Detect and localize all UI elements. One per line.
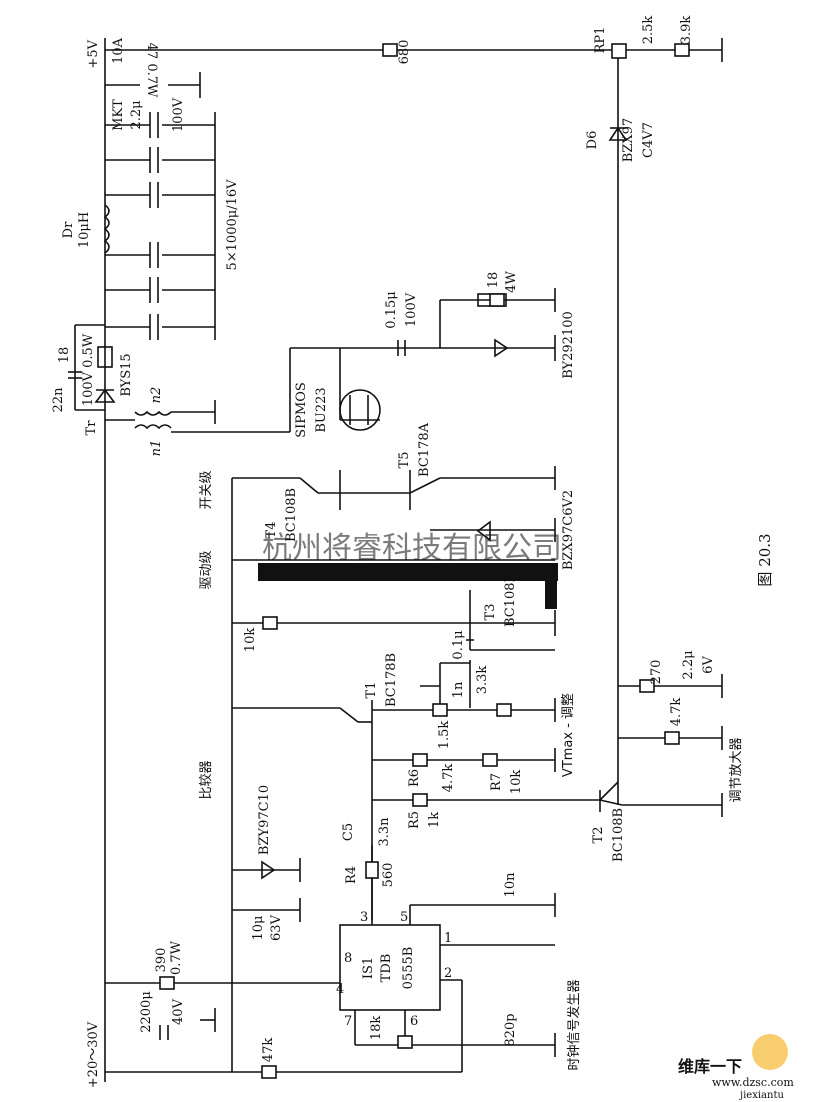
label-t2: T2 — [591, 827, 606, 844]
label-clock-gen: 时钟信号发生器 — [566, 979, 582, 1070]
label-r47: 47 0.7W — [144, 43, 159, 98]
label-100v: 100V — [171, 97, 186, 132]
label-c2-2u-b: 2.2μ — [681, 650, 696, 679]
logo-bottom: jiexiantu — [739, 1090, 784, 1101]
label-pin8: 8 — [344, 951, 352, 966]
label-0555b: 0555B — [401, 947, 416, 990]
label-bzx97: BZX97 — [621, 118, 636, 162]
label-t3: T3 — [483, 604, 498, 621]
label-r390: 390 — [154, 948, 169, 973]
label-r7v: 10k — [509, 770, 524, 795]
label-c10n: 10n — [503, 872, 518, 898]
label-r6: R6 — [407, 769, 422, 787]
label-c2-2u: 2.2μ — [129, 100, 144, 129]
label-pin1: 1 — [444, 931, 452, 946]
label-c015u: 0.15μ — [384, 291, 399, 328]
label-c6v: 6V — [701, 656, 716, 674]
label-bu223: BU223 — [314, 387, 329, 432]
label-fig: 图 20.3 — [756, 533, 774, 586]
label-c820p: 820p — [503, 1013, 518, 1046]
label-r10k: 10k — [243, 628, 258, 653]
label-n2: n2 — [149, 387, 164, 404]
label-dr: Dr — [61, 221, 76, 238]
label-pin5: 5 — [400, 910, 408, 925]
label-10uh: 10μH — [77, 212, 92, 248]
watermark: 杭州将睿科技有限公司 — [262, 531, 562, 566]
label-c1n: 1n — [451, 681, 466, 698]
label-r4: R4 — [344, 866, 359, 884]
label-t1: T1 — [364, 682, 379, 699]
label-c63v: 63V — [269, 914, 284, 941]
label-r18-4w-a: 18 — [486, 272, 501, 289]
label-pin2: 2 — [444, 966, 452, 981]
label-bc178a: BC178A — [417, 422, 432, 477]
label-plus20-30v: +20～30V — [86, 1021, 101, 1088]
label-c5v: 3.3n — [377, 817, 392, 847]
label-bzx97c6v2: BZX97C6V2 — [561, 490, 576, 570]
label-r390w: 0.7W — [169, 940, 184, 975]
label-drive-stage: 驱动级 — [199, 550, 214, 589]
label-c22n: 22n — [51, 387, 66, 413]
label-plus5v: +5V — [86, 39, 101, 68]
label-pin3: 3 — [360, 910, 368, 925]
label-n1: n1 — [149, 440, 164, 457]
label-r7: R7 — [489, 773, 504, 791]
label-bc178b: BC178B — [384, 653, 399, 707]
label-r3-9k: 3.9k — [679, 16, 694, 45]
label-switch-stage: 开关级 — [199, 470, 214, 509]
label-r4v: 560 — [381, 863, 396, 888]
label-100v05w: 100V 0.5W — [81, 333, 96, 406]
label-r1-5k: 1.5k — [437, 721, 452, 750]
label-bc108b-t3: BC108B — [503, 573, 518, 627]
label-tdb: TDB — [379, 954, 394, 983]
label-bc108b-t4: BC108B — [284, 488, 299, 542]
label-pin7: 7 — [344, 1014, 352, 1029]
label-d6: D6 — [585, 131, 600, 150]
label-comparator: 比较器 — [199, 760, 214, 799]
label-r5: R5 — [407, 811, 422, 829]
label-r5v: 1k — [427, 812, 442, 828]
label-r680: 680 — [397, 40, 412, 65]
site-logo: 维库一下 www.dzsc.com jiexiantu — [678, 1034, 794, 1101]
label-r18: 18 — [57, 347, 72, 364]
logo-url: www.dzsc.com — [712, 1076, 794, 1089]
label-t5: T5 — [397, 452, 412, 469]
label-c4v7: C4V7 — [641, 122, 656, 158]
label-t4: T4 — [264, 522, 279, 539]
logo-top: 维库一下 — [678, 1057, 742, 1076]
label-pin4: 4 — [336, 982, 344, 997]
label-c01u: 0.1μ — [451, 630, 466, 659]
label-rp1-val: 2.5k — [641, 16, 656, 45]
label-10a: 10A — [111, 37, 126, 64]
label-is1: IS1 — [361, 957, 376, 979]
drive-stage-blackout — [258, 563, 558, 581]
label-rp1: RP1 — [593, 27, 608, 54]
label-r47k: 47k — [261, 1038, 276, 1063]
label-bys15: BYS15 — [119, 353, 134, 396]
label-r4-7k: 4.7k — [669, 698, 684, 727]
label-pin6: 6 — [410, 1014, 418, 1029]
label-sipmos: SIPMOS — [294, 382, 309, 438]
label-r3-3k: 3.3k — [475, 666, 490, 695]
label-r270: 270 — [649, 660, 664, 685]
label-bc108b-t2: BC108B — [611, 808, 626, 862]
label-c2200u: 2200μ — [139, 991, 154, 1033]
label-mkt: MKT — [111, 99, 126, 131]
label-regulator-amp: 调节放大器 — [729, 737, 744, 802]
label-c40v: 40V — [171, 998, 186, 1025]
label-r18k: 18k — [369, 1016, 384, 1041]
label-c015u-v: 100V — [404, 292, 419, 327]
label-c5: C5 — [341, 823, 356, 841]
label-caps5: 5×1000μ/16V — [225, 179, 240, 271]
label-bzy97c10: BZY97C10 — [257, 785, 272, 855]
label-r6v: 4.7k — [441, 764, 456, 793]
label-tr: Tr — [84, 420, 99, 436]
label-vtmax: VTmax - 调整 — [561, 693, 576, 777]
label-c10u: 10μ — [251, 916, 266, 941]
label-by292100: BY292100 — [561, 311, 576, 379]
label-r18-4w-b: 4W — [504, 271, 519, 293]
